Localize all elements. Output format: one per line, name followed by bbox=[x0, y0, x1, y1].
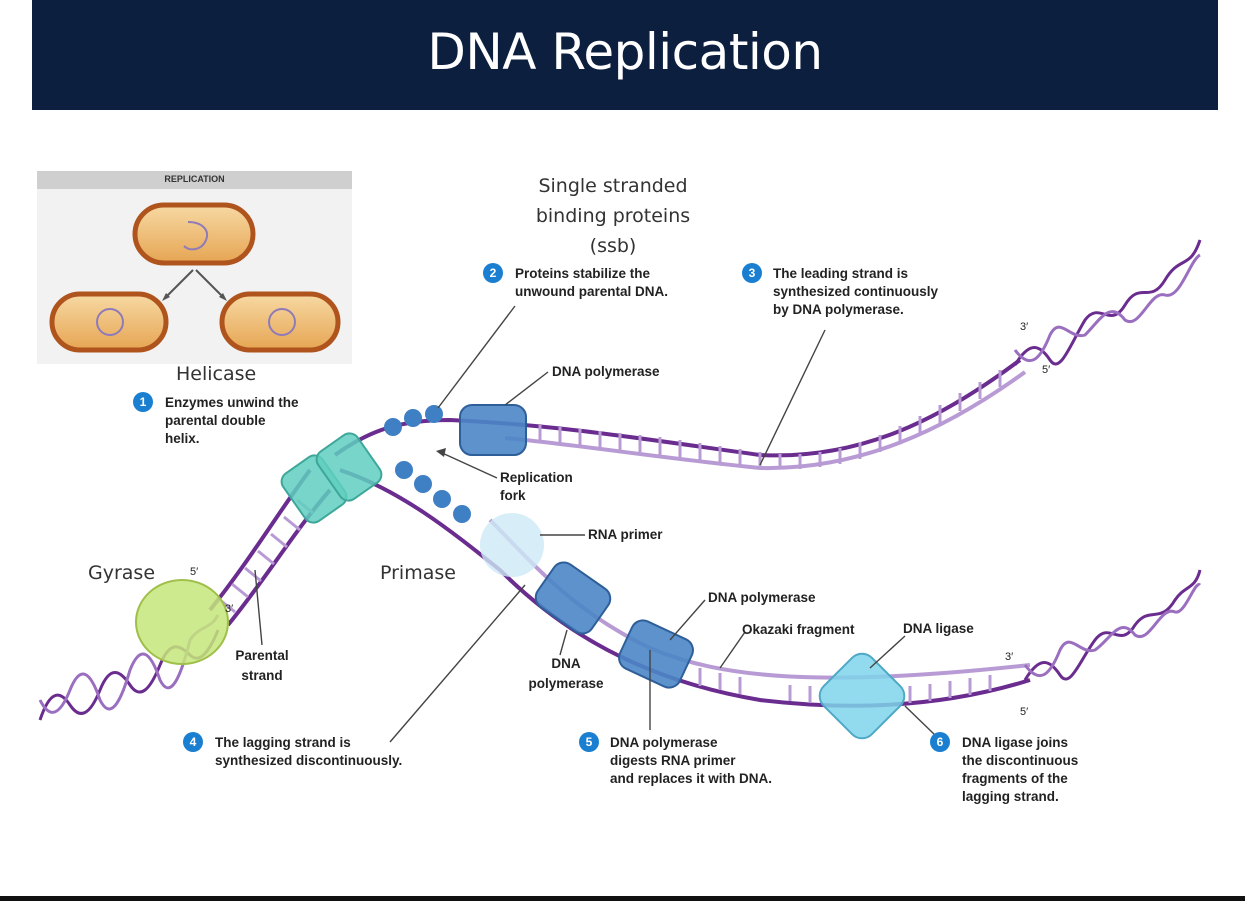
rna-primer-label: RNA primer bbox=[588, 527, 663, 542]
title-bar: DNA Replication bbox=[32, 0, 1218, 110]
daughter-cell-left bbox=[49, 291, 169, 353]
end-5-left: 5′ bbox=[190, 566, 198, 578]
step-2-number: 2 bbox=[490, 266, 497, 280]
ssb-protein bbox=[453, 505, 471, 523]
step-4-line-1: The lagging strand is bbox=[215, 735, 351, 750]
step-4: 4 The lagging strand is synthesized disc… bbox=[183, 732, 402, 768]
ssb-protein bbox=[384, 418, 402, 436]
leading-strand-rungs bbox=[538, 370, 1002, 469]
step-6-badge bbox=[930, 732, 950, 752]
lagging-strand-rungs bbox=[698, 668, 992, 703]
daughter-chromosome-right bbox=[268, 308, 296, 336]
dna-polymerase-leading bbox=[459, 404, 527, 456]
step-6-line-4: lagging strand. bbox=[962, 789, 1059, 804]
step-5-line-3: and replaces it with DNA. bbox=[610, 771, 772, 786]
step-1-line-3: helix. bbox=[165, 431, 200, 446]
parent-cell bbox=[132, 202, 256, 266]
slide-title: DNA Replication bbox=[427, 23, 823, 81]
dna-ligase-enzyme bbox=[818, 652, 906, 740]
bottom-rule bbox=[0, 896, 1245, 901]
step-3-badge bbox=[742, 263, 762, 283]
end-5-top: 5′ bbox=[1042, 364, 1050, 376]
step-3: 3 The leading strand is synthesized cont… bbox=[742, 263, 939, 317]
split-arrow-left bbox=[164, 269, 194, 299]
step-2-badge bbox=[483, 263, 503, 283]
dna-polymerase-top-label: DNA polymerase bbox=[552, 364, 660, 379]
step-4-line-2: synthesized discontinuously. bbox=[215, 753, 402, 768]
dna-ligase-label: DNA ligase bbox=[903, 621, 974, 636]
end-5-bottom: 5′ bbox=[1020, 706, 1028, 718]
inset-label: REPLICATION bbox=[164, 174, 225, 184]
split-arrow-left-head bbox=[162, 293, 170, 301]
step-6-line-3: fragments of the bbox=[962, 771, 1068, 786]
dna-polymerase-lagging-1 bbox=[534, 561, 612, 635]
step-5-badge bbox=[579, 732, 599, 752]
gyrase-enzyme bbox=[135, 579, 229, 665]
bacteria-cells bbox=[49, 202, 341, 353]
step-3-number: 3 bbox=[749, 266, 756, 280]
step-5: 5 DNA polymerase digests RNA primer and … bbox=[579, 732, 772, 786]
lagging-strand bbox=[339, 468, 1202, 708]
step-1-number: 1 bbox=[140, 395, 147, 409]
ssb-protein bbox=[425, 405, 443, 423]
replication-fork-label-1: Replication bbox=[500, 470, 573, 485]
step-5-line-2: digests RNA primer bbox=[610, 753, 736, 768]
ssb-title-line-3: (ssb) bbox=[590, 235, 637, 257]
parental-strand-label-2: strand bbox=[241, 668, 282, 683]
primase-label: Primase bbox=[380, 562, 456, 584]
end-3-left: 3′ bbox=[225, 603, 233, 615]
ssb-protein bbox=[433, 490, 451, 508]
dna-polymerase-mid-label: DNA polymerase bbox=[708, 590, 816, 605]
leader-lines bbox=[254, 305, 936, 743]
fork-arrow-head bbox=[436, 448, 446, 457]
ssb-proteins bbox=[384, 405, 471, 523]
helicase-label: Helicase bbox=[176, 363, 256, 385]
ssb-protein bbox=[404, 409, 422, 427]
step-3-line-3: by DNA polymerase. bbox=[773, 302, 904, 317]
step-1: 1 Enzymes unwind the parental double hel… bbox=[133, 392, 299, 446]
ssb-protein bbox=[414, 475, 432, 493]
ssb-protein bbox=[395, 461, 413, 479]
leading-strand bbox=[333, 239, 1202, 471]
step-1-badge bbox=[133, 392, 153, 412]
step-1-line-1: Enzymes unwind the bbox=[165, 395, 299, 410]
ssb-title-line-2: binding proteins bbox=[536, 205, 690, 227]
inset-header: REPLICATION bbox=[37, 171, 352, 189]
replication-fork-label-2: fork bbox=[500, 488, 526, 503]
step-3-line-1: The leading strand is bbox=[773, 266, 908, 281]
parental-strand-label-1: Parental bbox=[235, 648, 288, 663]
parent-chromosome bbox=[183, 221, 208, 251]
helicase-enzyme bbox=[280, 432, 383, 524]
step-6-line-1: DNA ligase joins bbox=[962, 735, 1068, 750]
end-3-bottom: 3′ bbox=[1005, 651, 1013, 663]
step-5-line-1: DNA polymerase bbox=[610, 735, 718, 750]
ssb-title-line-1: Single stranded bbox=[538, 175, 687, 197]
dna-polymerase-low-label-2: polymerase bbox=[528, 676, 604, 691]
dna-polymerase-lagging-2 bbox=[618, 619, 694, 689]
split-arrow-right-head bbox=[219, 293, 227, 301]
step-6-number: 6 bbox=[937, 735, 944, 749]
primase-enzyme bbox=[480, 513, 544, 577]
step-1-line-2: parental double bbox=[165, 413, 266, 428]
step-2: 2 Proteins stabilize the unwound parenta… bbox=[483, 263, 668, 299]
step-2-line-1: Proteins stabilize the bbox=[515, 266, 651, 281]
step-4-badge bbox=[183, 732, 203, 752]
step-3-line-2: synthesized continuously bbox=[773, 284, 939, 299]
end-3-top: 3′ bbox=[1020, 321, 1028, 333]
step-4-number: 4 bbox=[190, 735, 197, 749]
okazaki-fragment-label: Okazaki fragment bbox=[742, 622, 855, 637]
split-arrow-right bbox=[195, 269, 225, 299]
daughter-cell-right bbox=[219, 291, 341, 353]
daughter-chromosome-left bbox=[96, 308, 124, 336]
step-6: 6 DNA ligase joins the discontinuous fra… bbox=[930, 732, 1078, 804]
dna-polymerase-low-label-1: DNA bbox=[551, 656, 580, 671]
step-6-line-2: the discontinuous bbox=[962, 753, 1078, 768]
step-2-line-2: unwound parental DNA. bbox=[515, 284, 668, 299]
gyrase-label: Gyrase bbox=[88, 562, 155, 584]
step-5-number: 5 bbox=[586, 735, 593, 749]
